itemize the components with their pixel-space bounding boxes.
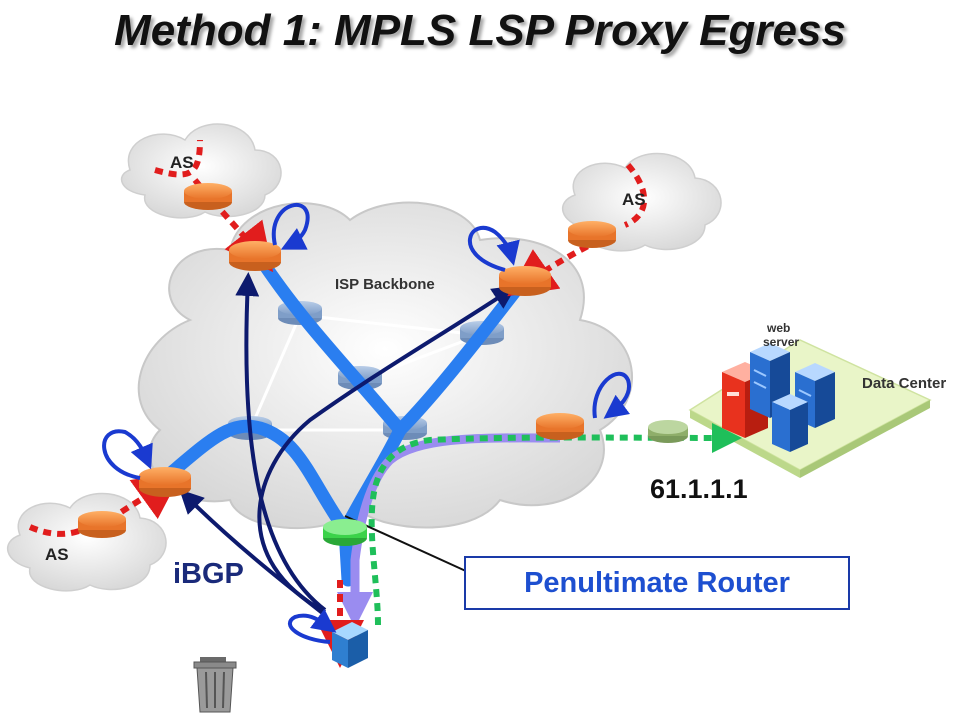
penultimate-router-callout: Penultimate Router — [464, 556, 850, 610]
gateway-router-icon — [648, 420, 688, 443]
proxy-egress-path — [368, 422, 742, 626]
data-center-label: Data Center — [862, 375, 946, 392]
web-server-icon — [772, 394, 808, 452]
as-label-right: AS — [622, 190, 646, 209]
as-cloud-top-left — [120, 123, 282, 219]
data-center-address: 61.1.1.1 — [650, 474, 748, 504]
self-loop-icons — [102, 203, 631, 644]
page-title: Method 1: MPLS LSP Proxy Egress — [114, 6, 846, 55]
egress-router-icon — [332, 622, 368, 668]
as-label-bottom-left: AS — [45, 545, 69, 564]
ibgp-label: iBGP — [173, 558, 244, 590]
isp-backbone-cloud — [137, 201, 634, 530]
edge-router-icon — [568, 221, 616, 248]
web-server-label-line1: web — [766, 321, 790, 335]
as-cloud-bottom-left — [6, 492, 167, 592]
ibgp-sessions — [179, 272, 517, 617]
penultimate-router-label: Penultimate Router — [524, 566, 790, 599]
backbone-label: ISP Backbone — [335, 276, 435, 293]
edge-router-icon — [78, 511, 126, 538]
as-label-top-left: AS — [170, 153, 194, 172]
edge-router-icon — [139, 467, 191, 497]
edge-router-icon — [229, 241, 281, 271]
web-server-label-line2: server — [763, 335, 799, 349]
edge-router-icon — [499, 266, 551, 296]
edge-router-icon — [536, 413, 584, 440]
edge-router-icon — [184, 183, 232, 210]
trash-icon — [193, 657, 237, 713]
penultimate-router-icon — [323, 519, 367, 546]
